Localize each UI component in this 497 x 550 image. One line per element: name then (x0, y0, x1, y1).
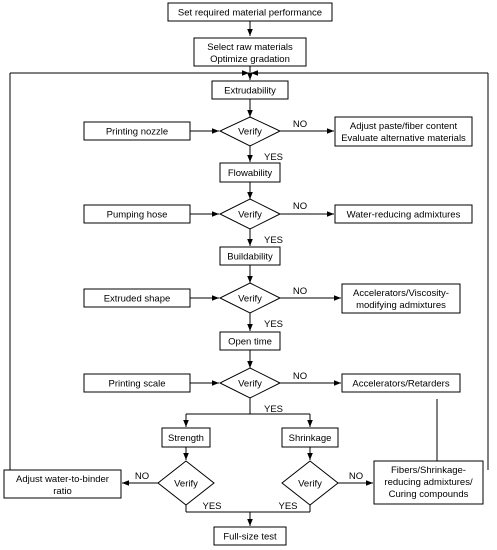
diamond-verify1: Verify (218, 116, 282, 147)
diamond-verify4: Verify (218, 367, 282, 399)
box-strength: Strength (161, 427, 211, 448)
yes-label-4: YES (264, 404, 283, 415)
extrudability-text: Extrudability (224, 86, 276, 97)
strength-text: Strength (168, 433, 204, 444)
fibers-line2: reducing admixtures/ (384, 477, 473, 488)
verify4-text: Verify (238, 379, 262, 390)
box-extrudability: Extrudability (211, 80, 289, 100)
box-pumping-hose: Pumping hose (83, 204, 191, 224)
box-set-performance: Set required material performance (167, 2, 333, 22)
yes-label-6: YES (278, 501, 297, 512)
adjust-water-line2: ratio (53, 486, 71, 497)
adjust-paste-line2: Evaluate alternative materials (341, 133, 466, 144)
printing-scale-text: Printing scale (108, 379, 165, 390)
no-label-2: NO (293, 201, 307, 212)
verify3-text: Verify (238, 294, 262, 305)
yes-label-2: YES (264, 235, 283, 246)
box-buildability: Buildability (219, 246, 281, 266)
select-materials-line2: Optimize gradation (210, 54, 290, 65)
box-printing-scale: Printing scale (83, 373, 191, 393)
yes-label-3: YES (264, 319, 283, 330)
adjust-water-line1: Adjust water-to-binder (16, 474, 109, 485)
box-select-materials: Select raw materials Optimize gradation (193, 37, 307, 67)
diamond-verify5: Verify (157, 460, 215, 506)
no-label-5: NO (135, 471, 149, 482)
extruded-shape-text: Extruded shape (104, 294, 171, 305)
set-performance-text: Set required material performance (178, 8, 322, 19)
box-shrinkage: Shrinkage (281, 427, 339, 448)
box-fibers: Fibers/Shrinkage- reducing admixtures/ C… (373, 460, 484, 505)
box-accelerators-viscosity: Accelerators/Viscosity- modifying admixt… (341, 283, 461, 314)
buildability-text: Buildability (227, 252, 273, 263)
open-time-text: Open time (228, 337, 272, 348)
shrinkage-text: Shrinkage (289, 433, 332, 444)
yes-label-5: YES (202, 501, 221, 512)
box-adjust-paste: Adjust paste/fiber content Evaluate alte… (334, 116, 473, 147)
box-full-size: Full-size test (213, 526, 287, 546)
adjust-paste-line1: Adjust paste/fiber content (350, 121, 458, 132)
verify1-text: Verify (238, 127, 262, 138)
box-extruded-shape: Extruded shape (83, 288, 191, 308)
box-accelerators-retarders: Accelerators/Retarders (341, 373, 461, 393)
box-open-time: Open time (219, 331, 281, 351)
verify2-text: Verify (238, 210, 262, 221)
no-label-1: NO (293, 119, 307, 130)
fibers-line3: Curing compounds (389, 489, 469, 500)
verify5-text: Verify (174, 479, 198, 490)
no-label-6: NO (349, 471, 363, 482)
box-water-reducing: Water-reducing admixtures (334, 204, 473, 224)
diamond-verify2: Verify (218, 198, 282, 230)
accelerators-viscosity-line1: Accelerators/Viscosity- (353, 288, 449, 299)
printing-nozzle-text: Printing nozzle (106, 127, 168, 138)
accelerators-viscosity-line2: modifying admixtures (356, 300, 446, 311)
pumping-hose-text: Pumping hose (107, 210, 168, 221)
yes-label-1: YES (264, 152, 283, 163)
accelerators-retarders-text: Accelerators/Retarders (352, 379, 449, 390)
full-size-text: Full-size test (223, 532, 277, 543)
box-flowability: Flowability (219, 162, 281, 183)
box-adjust-water: Adjust water-to-binder ratio (3, 469, 122, 499)
edge-labels: NO YES NO YES NO YES NO YES NO NO YES YE… (135, 119, 363, 512)
no-label-4: NO (293, 371, 307, 382)
flowability-text: Flowability (228, 168, 273, 179)
verify6-text: Verify (298, 479, 322, 490)
connectors (9, 21, 489, 526)
no-label-3: NO (293, 286, 307, 297)
diamond-verify3: Verify (218, 282, 282, 314)
box-printing-nozzle: Printing nozzle (83, 121, 191, 141)
fibers-line1: Fibers/Shrinkage- (391, 465, 466, 476)
diamond-verify6: Verify (281, 460, 339, 506)
select-materials-line1: Select raw materials (207, 42, 293, 53)
water-reducing-text: Water-reducing admixtures (347, 210, 461, 221)
